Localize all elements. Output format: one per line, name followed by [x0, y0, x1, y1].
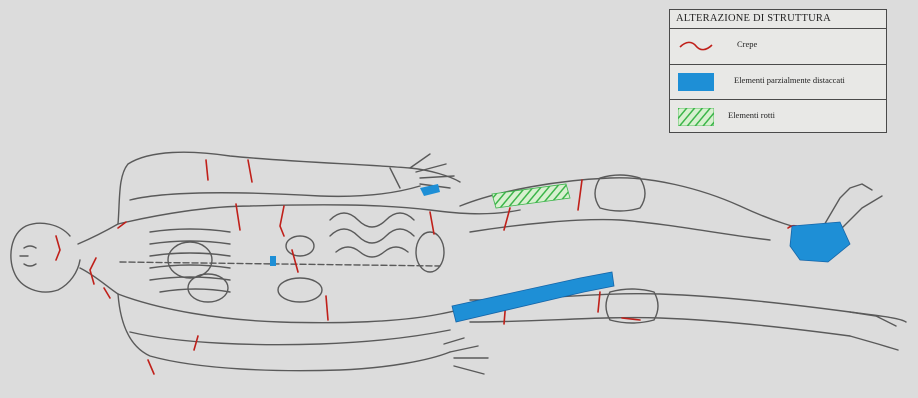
crack-swatch-icon: [678, 37, 714, 55]
face-details: [20, 246, 36, 266]
detached-region-leg: [452, 272, 614, 322]
hand-bottom: [444, 338, 488, 374]
crack-mark: [148, 360, 154, 374]
legend-item-label: Crepe: [737, 39, 757, 49]
crack-mark: [326, 296, 328, 320]
head-outline: [11, 223, 80, 292]
crack-mark: [236, 204, 240, 230]
legend-item-label: Elementi rotti: [728, 110, 775, 120]
legend-item-broken: Elementi rotti: [670, 99, 886, 132]
broken-markings: [492, 184, 570, 208]
detached-region-ankle: [790, 222, 850, 262]
crack-mark: [206, 160, 208, 180]
legend-item-crepe: Crepe: [670, 29, 886, 61]
legend-title: ALTERAZIONE DI STRUTTURA: [670, 10, 886, 29]
broken-swatch-icon: [678, 108, 714, 126]
crack-mark: [248, 160, 252, 182]
crack-mark: [292, 250, 298, 272]
crack-mark: [280, 206, 284, 236]
crack-mark: [90, 258, 96, 284]
legend-item-detached: Elementi parzialmente distaccati: [670, 64, 886, 97]
legend-item-label: Elementi parzialmente distaccati: [734, 75, 845, 85]
broken-region-thigh: [492, 184, 570, 208]
kidney: [286, 236, 314, 256]
crack-mark: [578, 180, 582, 210]
detached-swatch-icon: [678, 73, 714, 91]
crack-mark: [104, 288, 110, 298]
body-outline: [11, 152, 906, 374]
crack-mark: [56, 236, 60, 260]
detached-region-spine: [270, 256, 276, 266]
liver: [278, 278, 322, 302]
lower-arm: [118, 294, 450, 371]
crack-mark: [194, 336, 198, 350]
intestines: [330, 213, 414, 257]
heart: [168, 242, 212, 278]
legend: ALTERAZIONE DI STRUTTURA Crepe Elementi …: [669, 9, 887, 133]
knee-top: [595, 175, 645, 211]
detached-region-wrist: [420, 184, 440, 196]
hand-top: [390, 154, 454, 188]
crack-mark: [430, 212, 434, 234]
